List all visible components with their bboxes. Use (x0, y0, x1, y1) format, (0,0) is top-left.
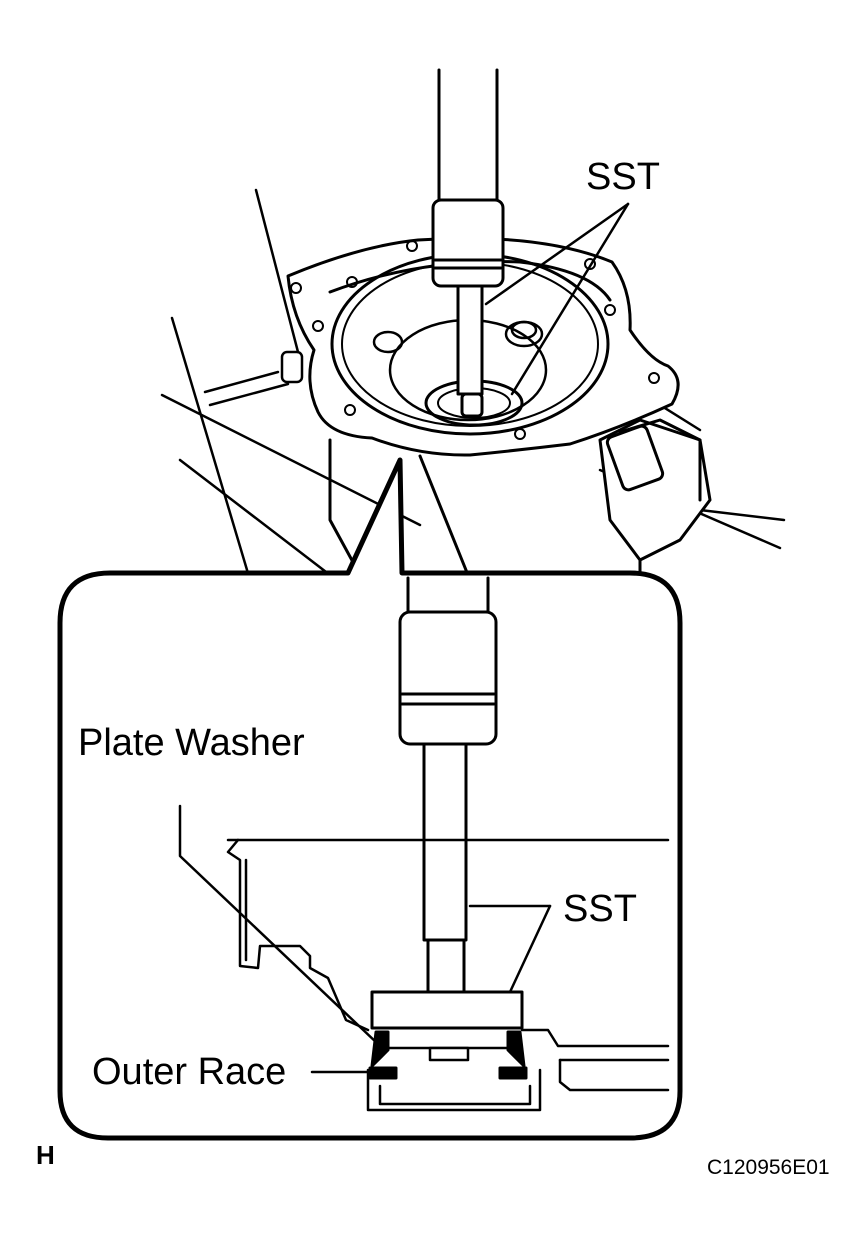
left-stud (280, 350, 304, 384)
sst-top-label: SST (586, 156, 660, 198)
sst-top-leaders (484, 202, 630, 396)
sst-press-top (431, 68, 505, 418)
detail-callout-frame (57, 457, 683, 1141)
sst-detail-label: SST (563, 888, 637, 930)
plate-washer-label: Plate Washer (78, 722, 305, 764)
housing-section-detail (226, 838, 670, 1112)
outer-race-label: Outer Race (92, 1051, 287, 1093)
casing-side-block (328, 418, 712, 582)
detail-leaders (178, 804, 552, 1074)
housing-plug (372, 320, 544, 354)
step-letter: H (36, 1140, 55, 1170)
figure-code: C120956E01 (707, 1156, 830, 1179)
sst-press-detail (370, 576, 524, 1030)
flange-bolt-holes (290, 238, 660, 440)
